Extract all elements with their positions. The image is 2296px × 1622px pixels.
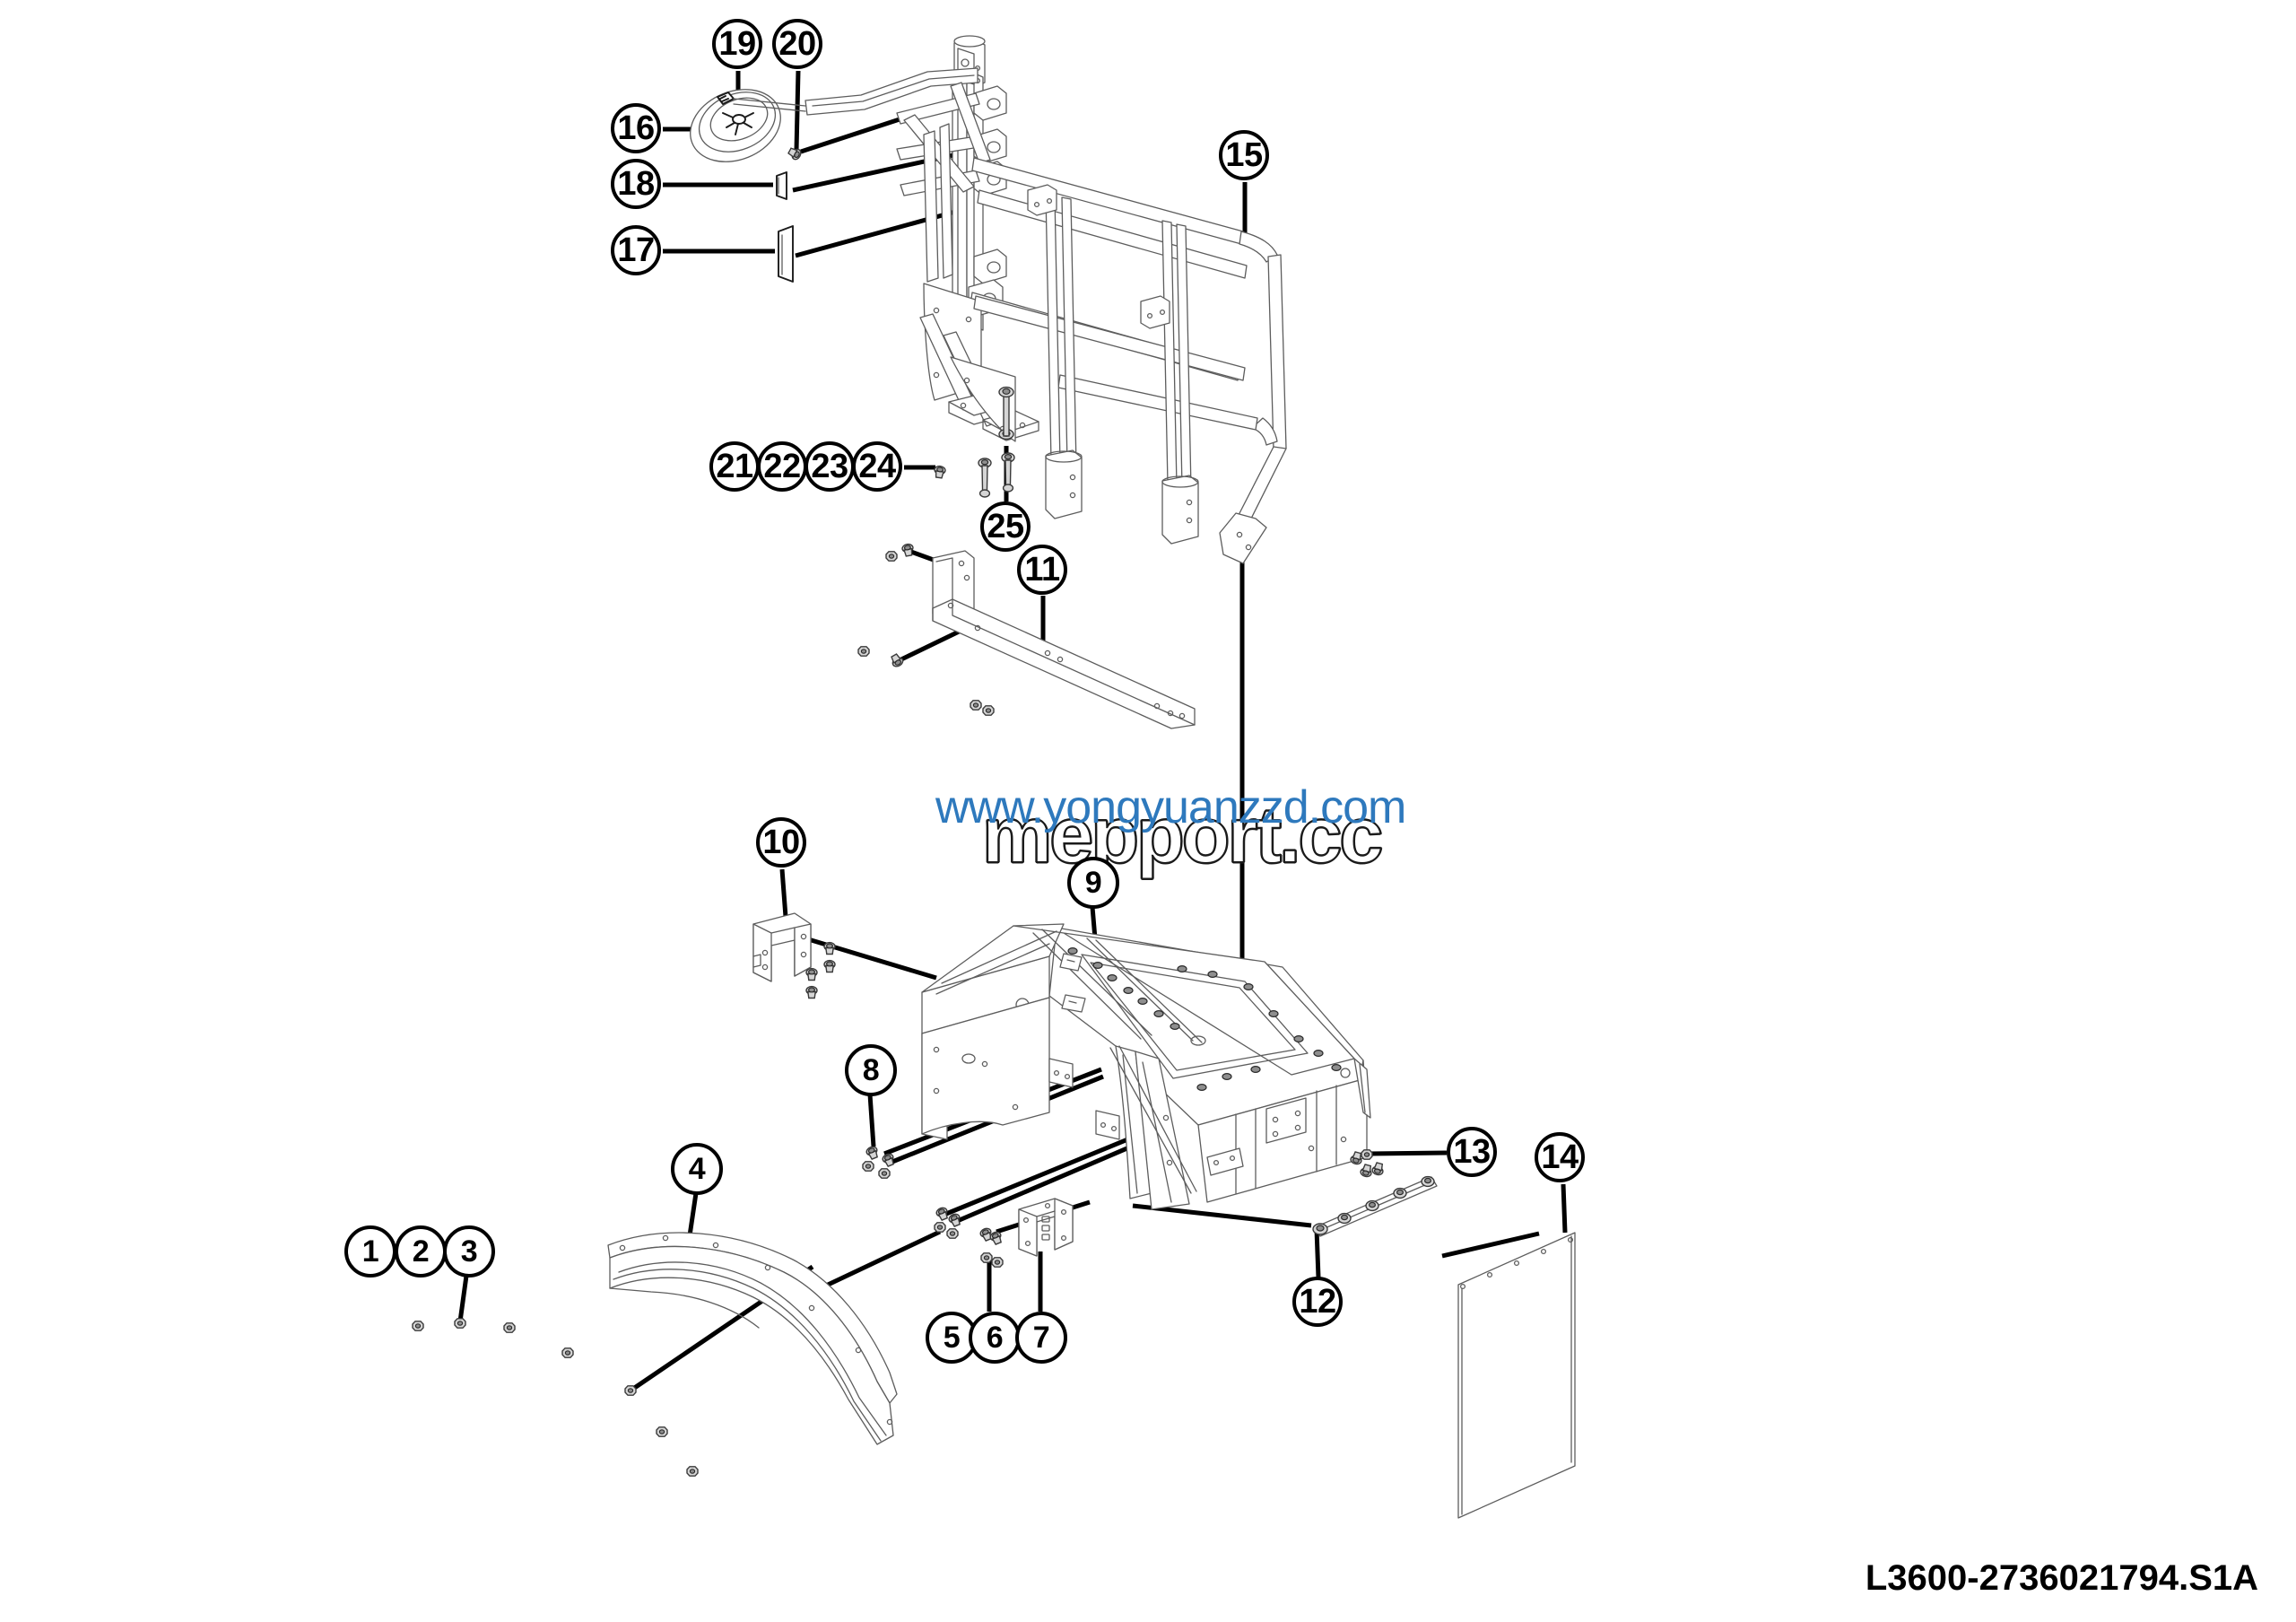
callout-21[interactable]: 21 — [709, 441, 760, 492]
callout-9[interactable]: 9 — [1067, 857, 1119, 909]
engine-hood-assembly — [921, 923, 1371, 1210]
callout-24[interactable]: 24 — [852, 441, 902, 492]
callout-20[interactable]: 20 — [772, 19, 822, 69]
callout-19[interactable]: 19 — [712, 19, 762, 69]
callout-17[interactable]: 17 — [611, 225, 661, 275]
hood-mounting-bolts — [862, 1144, 1004, 1268]
callout-15[interactable]: 15 — [1219, 130, 1269, 180]
callout-7[interactable]: 7 — [1015, 1312, 1067, 1364]
cap-plug-small — [776, 171, 787, 200]
u-channel-bracket — [1018, 1198, 1074, 1257]
corner-cover-bracket — [752, 912, 836, 999]
part-number-label: L3600-2736021794.S1A — [1865, 1558, 2258, 1598]
callout-8[interactable]: 8 — [845, 1044, 897, 1096]
handrail-guard-frame — [971, 157, 1287, 564]
callout-25[interactable]: 25 — [980, 501, 1031, 552]
support-rail-11 — [857, 542, 1196, 729]
fender-fasteners — [412, 1318, 699, 1477]
callout-13[interactable]: 13 — [1447, 1127, 1497, 1177]
fastener-cluster-21-25 — [933, 386, 1015, 498]
callout-10[interactable]: 10 — [756, 817, 806, 868]
callout-22[interactable]: 22 — [757, 441, 807, 492]
callout-12[interactable]: 12 — [1292, 1277, 1343, 1327]
callout-23[interactable]: 23 — [804, 441, 855, 492]
callout-14[interactable]: 14 — [1535, 1132, 1585, 1182]
front-fender — [607, 1232, 898, 1445]
cap-plug-large — [778, 225, 794, 283]
mudflap-panel — [1457, 1232, 1576, 1519]
callout-2[interactable]: 2 — [395, 1225, 447, 1278]
callout-6[interactable]: 6 — [969, 1312, 1021, 1364]
callout-3[interactable]: 3 — [443, 1225, 495, 1278]
callout-18[interactable]: 18 — [611, 159, 661, 209]
rear-view-mirror-assembly — [690, 89, 806, 162]
callout-11[interactable]: 11 — [1017, 545, 1067, 595]
mudflap-mount-bar — [1312, 1175, 1438, 1237]
callout-16[interactable]: 16 — [611, 103, 661, 153]
callout-1[interactable]: 1 — [344, 1225, 396, 1278]
callout-4[interactable]: 4 — [671, 1143, 723, 1195]
